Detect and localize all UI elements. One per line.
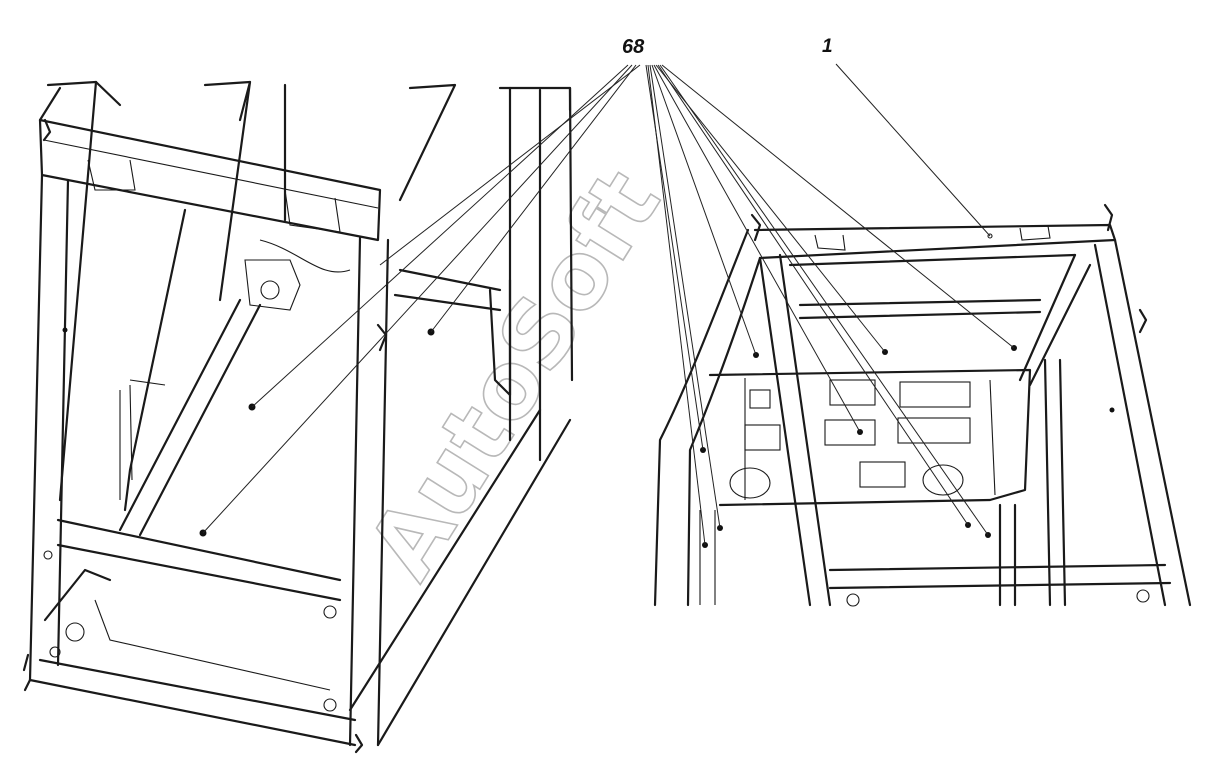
leader-lines-68	[202, 64, 1015, 546]
right-frame-view	[653, 203, 1192, 607]
left-frame-view	[22, 80, 574, 754]
callout-68-label: 68	[622, 36, 645, 58]
leader-line-1	[835, 63, 991, 237]
watermark: AutoSoft	[348, 152, 681, 597]
callout-1-label: 1	[822, 36, 833, 57]
